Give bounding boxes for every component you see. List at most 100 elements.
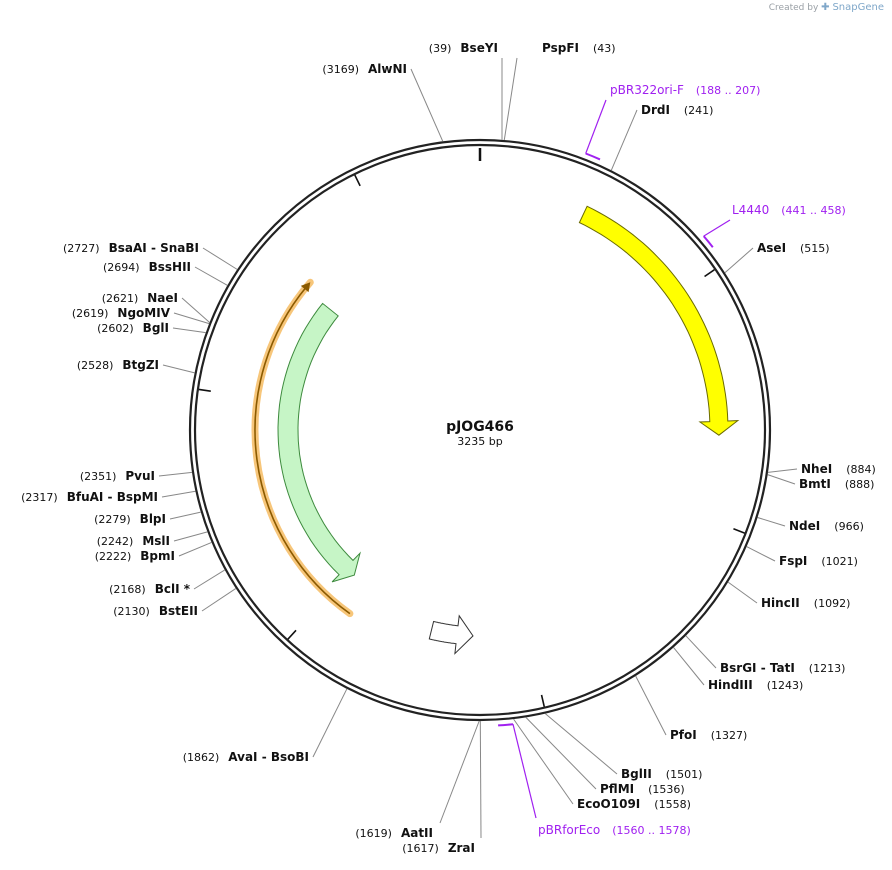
primer-leader-pbr322ori-f — [585, 99, 607, 154]
site-label-pflmi: PflMI — [600, 782, 634, 796]
site-position-alwni: (3169) — [322, 63, 359, 76]
site-position-bglii: (1501) — [666, 768, 703, 781]
backbone-inner-ring — [193, 143, 767, 717]
snapgene-credit: Created by ✚ SnapGene — [769, 2, 884, 13]
feature-smr — [277, 302, 361, 583]
site-position-ecoo109i: (1558) — [654, 798, 691, 811]
site-position-ngomiv: (2619) — [72, 307, 109, 320]
backbone-outer-ring — [188, 138, 772, 722]
plasmid-name: pJOG466 — [446, 419, 514, 435]
site-leader-blpi — [169, 511, 201, 520]
credit-brand: SnapGene — [832, 2, 884, 13]
site-label-bsshii: BssHII — [149, 260, 191, 274]
plasmid-size: 3235 bp — [457, 435, 502, 448]
feature-layer — [251, 205, 740, 655]
site-position-msli: (2242) — [97, 535, 134, 548]
site-label-ndei: NdeI — [789, 519, 820, 533]
site-position-bmti: (888) — [845, 478, 875, 491]
site-position-bcli-: (2168) — [109, 583, 146, 596]
snapgene-logo: ✚ — [821, 2, 830, 13]
site-leader-btgzi — [162, 364, 195, 374]
site-leader-bcli- — [193, 569, 226, 590]
site-position-bsteii: (2130) — [113, 605, 150, 618]
feature-ori — [578, 205, 740, 436]
site-label-bmti: BmtI — [799, 477, 831, 491]
site-label-fspi: FspI — [779, 554, 807, 568]
site-label-bglii: BglII — [621, 767, 652, 781]
site-position-bfuai-bspmi: (2317) — [21, 491, 58, 504]
primer-label-pbr322ori-f: pBR322ori-F — [610, 83, 684, 97]
site-position-ndei: (966) — [834, 520, 864, 533]
site-label-bcli-: BclI * — [155, 582, 191, 596]
site-position-avai-bsobi: (1862) — [183, 751, 220, 764]
site-leader-bmti — [767, 474, 796, 485]
site-label-avai-bsobi: AvaI - BsoBI — [228, 750, 309, 764]
site-leader-msli — [173, 531, 208, 542]
highlight-arc — [254, 285, 351, 615]
site-label-pvui: PvuI — [125, 469, 155, 483]
scale-tick-1500 — [540, 694, 546, 707]
primer-label-l4440: L4440 — [732, 203, 769, 217]
site-position-drdi: (241) — [684, 104, 714, 117]
site-leader-bsaai-snabi — [202, 247, 238, 270]
site-leader-naei — [181, 297, 210, 323]
site-label-nhei: NheI — [801, 462, 832, 476]
site-label-bgli: BglI — [143, 321, 169, 335]
site-position-asei: (515) — [800, 242, 830, 255]
site-leader-pvui — [158, 471, 193, 477]
site-label-bsaai-snabi: BsaAI - SnaBI — [109, 241, 199, 255]
site-label-msli: MslI — [142, 534, 170, 548]
site-leader-ndei — [757, 517, 786, 527]
scale-tick-1000 — [733, 527, 745, 534]
primer-label-pbrforeco: pBRforEco — [538, 823, 600, 837]
site-position-pflmi: (1536) — [648, 783, 685, 796]
site-label-bpmi: BpmI — [140, 549, 175, 563]
site-position-bsaai-snabi: (2727) — [63, 242, 100, 255]
site-position-bseyi: (39) — [429, 42, 452, 55]
site-leader-asei — [724, 247, 754, 274]
site-label-asei: AseI — [757, 241, 786, 255]
site-label-bsteii: BstEII — [159, 604, 198, 618]
site-label-zrai: ZraI — [448, 841, 475, 855]
primer-range-pbr322ori-f: (188 .. 207) — [696, 84, 761, 97]
site-leader-bsrgi-tati — [685, 635, 717, 669]
site-position-fspi: (1021) — [821, 555, 858, 568]
primers: pBR322ori-F (188 .. 207) L4440 (441 .. 458)… — [498, 83, 846, 837]
site-label-ecoo109i: EcoO109I — [577, 797, 640, 811]
scale-ticks — [198, 148, 745, 707]
site-leader-pflmi — [525, 717, 597, 790]
site-label-pspfi: PspFI — [542, 41, 579, 55]
site-leader-bpmi — [178, 541, 212, 557]
site-position-pvui: (2351) — [80, 470, 117, 483]
site-leader-bsshii — [194, 266, 228, 286]
site-leader-hindiii — [673, 647, 705, 686]
site-label-aatii: AatII — [401, 826, 433, 840]
credit-prefix: Created by — [768, 3, 819, 13]
site-leader-fspi — [746, 546, 776, 562]
backbone — [188, 138, 772, 722]
restriction-sites: BseYI(39)PspFI(43)AlwNI(3169)DrdI(241)As… — [21, 41, 876, 855]
site-position-blpi: (2279) — [94, 513, 131, 526]
primer-range-l4440: (441 .. 458) — [781, 204, 846, 217]
site-position-btgzi: (2528) — [77, 359, 114, 372]
primer-leader-pbrforeco — [512, 724, 537, 819]
site-label-pfoi: PfoI — [670, 728, 697, 742]
scale-tick-2000 — [287, 629, 297, 640]
scale-tick-3000 — [354, 174, 361, 187]
scale-tick-2500 — [198, 388, 211, 392]
site-leader-ecoo109i — [513, 718, 574, 805]
feature-ampr-promoter — [428, 614, 474, 655]
site-leader-ngomiv — [173, 312, 210, 325]
site-position-pfoi: (1327) — [711, 729, 748, 742]
site-label-bsrgi-tati: BsrGI - TatI — [720, 661, 795, 675]
site-position-bsrgi-tati: (1213) — [809, 662, 846, 675]
primer-range-pbrforeco: (1560 .. 1578) — [612, 824, 691, 837]
site-leader-avai-bsobi — [312, 688, 348, 758]
site-position-hincii: (1092) — [814, 597, 851, 610]
site-label-bseyi: BseYI — [460, 41, 498, 55]
site-label-bfuai-bspmi: BfuAI - BspMI — [67, 490, 158, 504]
site-leader-zrai — [479, 720, 482, 839]
site-label-naei: NaeI — [147, 291, 178, 305]
site-position-pspfi: (43) — [593, 42, 616, 55]
